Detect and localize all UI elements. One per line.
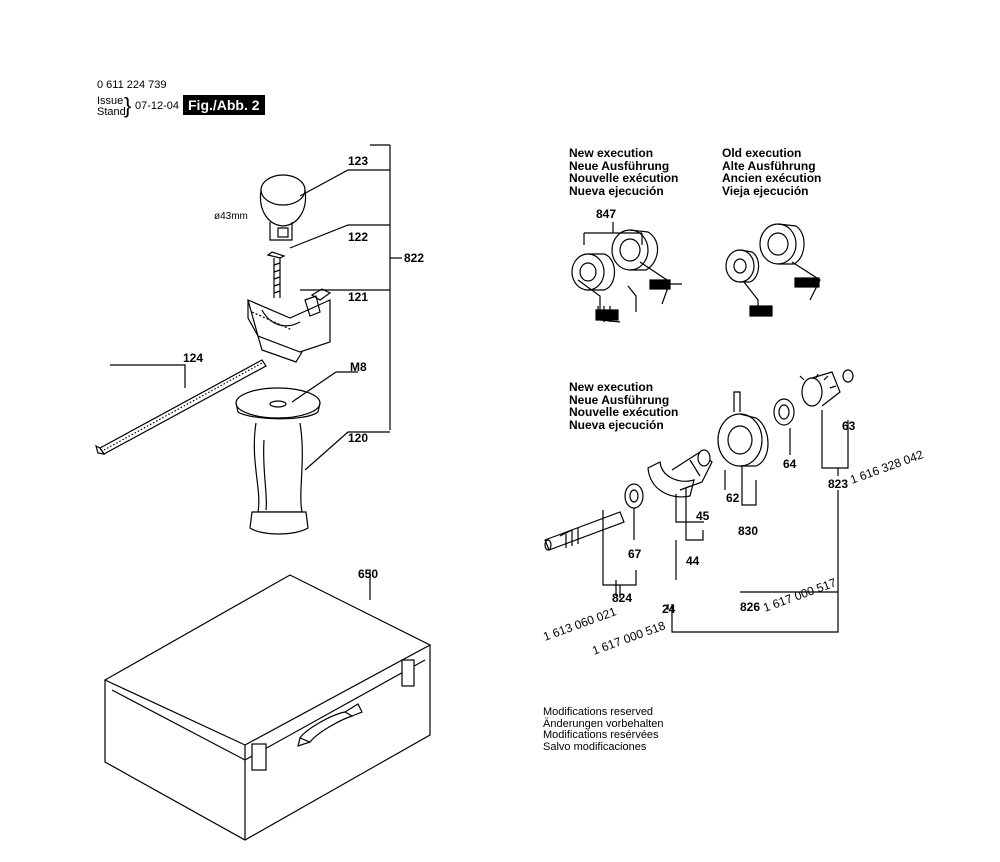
depth-rod — [95, 359, 267, 455]
issue-label: Issue — [97, 95, 124, 107]
modifications-note: Modifications reserved Änderungen vorbeh… — [543, 706, 664, 753]
issue-brace: } — [124, 93, 132, 118]
seal-ring-67 — [624, 483, 644, 509]
label-64: 64 — [783, 457, 797, 471]
handle-housing — [247, 288, 332, 363]
label-124: 124 — [183, 351, 203, 365]
label-824: 824 — [612, 591, 632, 605]
label-44: 44 — [686, 554, 700, 568]
new-execution-top-fr: Nouvelle exécution — [569, 171, 679, 185]
issue-date: 07-12-04 — [135, 100, 180, 112]
label-45: 45 — [696, 509, 710, 523]
side-handle — [235, 387, 321, 535]
label-826: 826 — [740, 600, 760, 614]
label-822: 822 — [404, 251, 424, 265]
label-24: 24 — [662, 602, 676, 616]
part-number-826: 1 617 000 517 — [761, 575, 838, 615]
new-execution-mid-en: New execution — [569, 380, 654, 394]
old-execution-top-en: Old execution — [722, 146, 802, 160]
leader-lines-right — [602, 410, 849, 633]
old-execution-bearings — [725, 223, 821, 317]
new-execution-mid-es: Nueva ejecución — [569, 417, 664, 432]
modifications-en: Modifications reserved — [543, 706, 654, 718]
label-diameter: ø43mm — [214, 211, 248, 222]
label-67: 67 — [628, 547, 642, 561]
new-execution-bearings — [571, 222, 682, 323]
new-execution-mid-de: Neue Ausführung — [569, 392, 670, 407]
leader-lines-left — [110, 144, 402, 471]
clutch-45 — [647, 451, 713, 498]
t-bolt — [266, 251, 286, 298]
part-number: 0 611 224 739 — [97, 79, 167, 91]
modifications-de: Änderungen vorbehalten — [543, 717, 664, 730]
part-number-823: 1 616 328 042 — [848, 447, 925, 487]
new-execution-mid: New execution Neue Ausführung Nouvelle e… — [569, 381, 678, 431]
drive-shaft — [544, 511, 625, 551]
label-62: 62 — [726, 491, 740, 505]
bearing-62 — [697, 391, 769, 467]
old-execution-top-de: Alte Ausführung — [722, 158, 816, 173]
label-122: 122 — [348, 230, 368, 244]
label-830: 830 — [738, 524, 758, 538]
modifications-es: Salvo modificaciones — [543, 740, 647, 753]
old-execution-top: Old execution Alte Ausführung Ancien exé… — [722, 147, 821, 197]
gear-63 — [799, 369, 854, 407]
modifications-fr: Modifications resérvées — [543, 729, 659, 741]
label-63: 63 — [842, 419, 856, 433]
label-847: 847 — [596, 207, 616, 221]
clamp-band — [259, 174, 307, 241]
part-number-24: 1 617 000 518 — [590, 618, 667, 658]
label-650: 650 — [358, 567, 378, 581]
label-120: 120 — [348, 431, 368, 445]
label-m8: M8 — [350, 360, 367, 374]
figure-label: Fig./Abb. 2 — [183, 95, 265, 115]
label-121: 121 — [348, 290, 368, 304]
new-execution-top-en: New execution — [569, 146, 654, 160]
old-execution-top-es: Vieja ejecución — [722, 183, 809, 198]
new-execution-top-es: Nueva ejecución — [569, 183, 664, 198]
new-execution-top: New execution Neue Ausführung Nouvelle e… — [569, 147, 678, 197]
carrying-case — [103, 570, 432, 841]
new-execution-mid-fr: Nouvelle exécution — [569, 405, 679, 419]
label-123: 123 — [348, 154, 368, 168]
old-execution-top-fr: Ancien exécution — [722, 171, 822, 185]
needle-bearing-64 — [773, 398, 795, 426]
label-823: 823 — [828, 477, 848, 491]
new-execution-top-de: Neue Ausführung — [569, 158, 670, 173]
stand-label: Stand — [97, 106, 126, 118]
